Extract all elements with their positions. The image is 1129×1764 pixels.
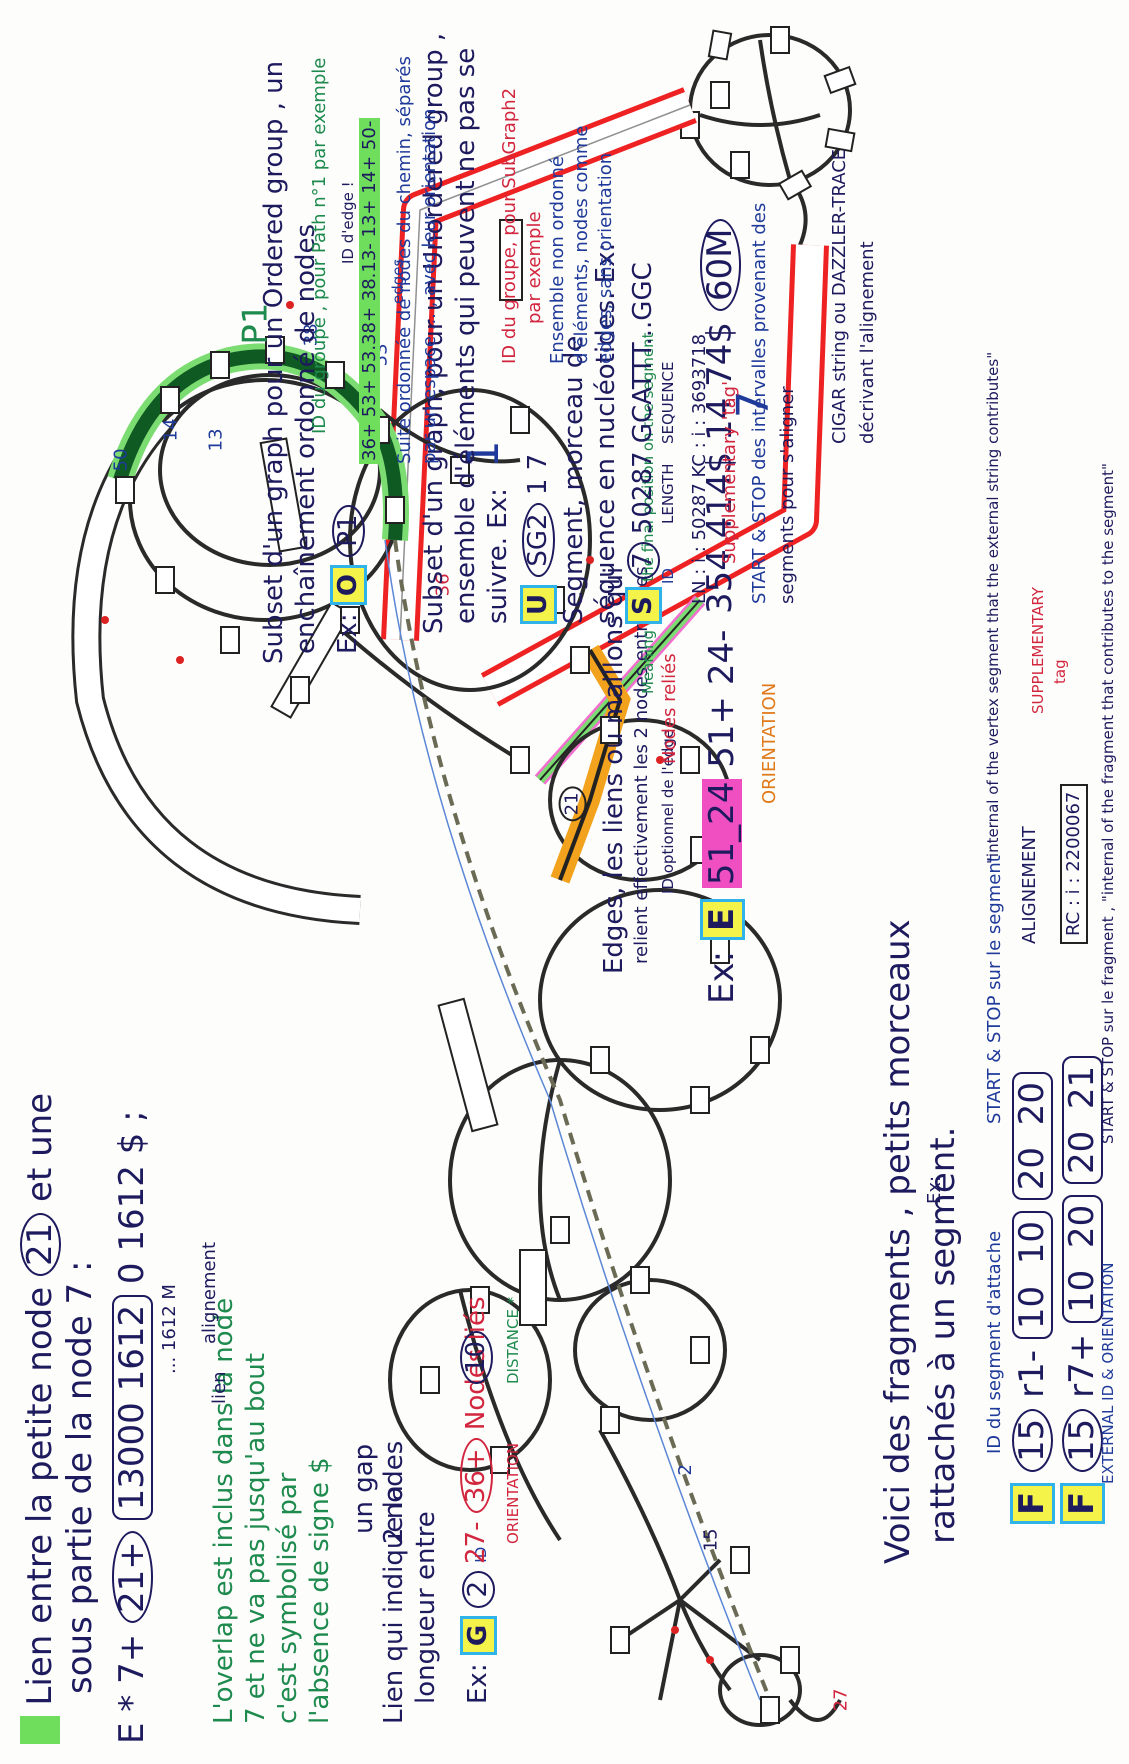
ordered-letter: O [330, 565, 367, 605]
unordered-id-note-2: par exemple [525, 211, 545, 324]
fragment-line1: Voici des fragments , petits morceaux [880, 919, 917, 1564]
edge-id: 51_24 [702, 779, 742, 889]
fragment-r2-b: 20 [1062, 1205, 1102, 1248]
edge-node-b: 24- [702, 630, 742, 686]
fragment-r1-c: 20 [1012, 1147, 1052, 1190]
fragment-r2-id: 15 [1062, 1409, 1103, 1472]
segment-letter: S [625, 587, 662, 624]
edge-cigar-note: CIGAR string ou DAZZLER-TRACE [830, 149, 850, 444]
overlap-note-1: L'overlap est inclus dans la node [210, 1298, 239, 1724]
gap-id: 2 [462, 1571, 495, 1608]
link-swatch [20, 1716, 60, 1744]
link-line2: sous partie de la node 7 : [62, 1261, 99, 1694]
link-alignment-note: alignement [200, 1242, 220, 1344]
ordered-line1: Subset d'un graph pour un Ordered group … [260, 61, 289, 664]
gap-node-a: 36+ [460, 1438, 493, 1513]
ordered-path-note: Suite ordonnée de nodes du chemin, sépar… [395, 56, 415, 464]
ordered-edge-id-note: ID d'edge ! [340, 181, 357, 264]
fragment-r1-d: 20 [1012, 1082, 1052, 1125]
segment-length-label: LENGTH [660, 463, 677, 524]
edge-orientation: ORIENTATION [760, 683, 780, 804]
edge-start-stop: START & STOP des intervalles provenant d… [750, 203, 770, 604]
fragment-r2-ref: r7+ [1062, 1334, 1102, 1398]
fragment-r2-c: 20 [1062, 1131, 1102, 1174]
fragment-r1-ref: r1- [1012, 1350, 1052, 1398]
link-line1-end: et une [20, 1093, 60, 1202]
link-line1: Lien entre la petite node [20, 1287, 60, 1706]
fragment-external: EXTERNAL ID & ORIENTATION [1100, 1263, 1117, 1484]
fragment-r2-d: 21 [1062, 1066, 1102, 1109]
gap-line2: longueur entre [412, 1511, 441, 1704]
gap-line3: 2 nodes [380, 1441, 409, 1544]
unordered-line2: ensemble d'éléments qui peuvent ne pas s… [452, 48, 481, 624]
ordered-id-note: ID du groupe , pour Path n°1 par exemple [310, 58, 330, 434]
edge-start-stop-2: segments pour s'aligner [778, 386, 798, 604]
overlap-note-2: 7 et ne va pas jusqu'au bout [242, 1353, 271, 1724]
link-node-a: 21 [20, 1213, 61, 1276]
link-example-prefix: E * 7+ [112, 1634, 152, 1744]
edge-cigar: 60M [700, 219, 741, 312]
fragment-tag: tag [1052, 659, 1069, 684]
segment-sequence-label: SEQUENCE [660, 362, 677, 444]
segment-tags: LN : i : 50287 KC : i : 3693718 [690, 334, 710, 604]
link-example-node: 21+ [112, 1531, 153, 1623]
edge-cigar-note-2: décrivant l'alignement [858, 241, 878, 444]
fragment-r1-id: 15 [1012, 1409, 1053, 1472]
unordered-id-note: ID du groupe, pour SubGraph2 [500, 88, 520, 364]
unordered-members: 1 7 [523, 454, 553, 495]
segment-sequence: GCATTT...GGC [628, 262, 658, 443]
gap-orientation-label: ORIENTATION [505, 1443, 522, 1544]
fragment-letter-1: F [1010, 1483, 1055, 1524]
gap-node-b: 27- [461, 1522, 491, 1564]
fragment-start-stop: START & STOP sur le segment [985, 855, 1005, 1124]
ordered-path: 36+ 53+ 53.38+ 38.13- 13+ 14+ 50- [359, 118, 380, 464]
fragment-r2-a: 10 [1062, 1270, 1102, 1313]
fragment-supplementary: SUPPLEMENTARY [1030, 587, 1047, 714]
gap-distance: 10 [460, 1331, 493, 1384]
unordered-line3: suivre. Ex: [484, 488, 513, 624]
unordered-set-note-3: edges, sans orientation [596, 153, 616, 364]
edge-node-a: 51+ [702, 696, 742, 768]
overlap-note-3: c'est symbolisé par [274, 1473, 303, 1725]
gap-line4: un gap [350, 1444, 379, 1534]
ordered-path-note-2: par un espace ... , avec leur orientatio… [420, 109, 440, 465]
ordered-id: P1 [332, 505, 365, 557]
link-example-overlap: 13000 1612 [112, 1295, 153, 1521]
fragment-rc: RC : i : 2200067 [1060, 784, 1088, 944]
gap-ex: Ex: [463, 1663, 493, 1704]
segment-length: 50287 [628, 451, 658, 534]
fragment-r1-b: 10 [1012, 1221, 1052, 1264]
unordered-set-note-2: d'éléments, nodes comme [572, 126, 592, 365]
edge-ex: Ex: [702, 951, 742, 1004]
fragment-start-stop-2: "internal of the vertex segment that the… [985, 352, 1002, 864]
link-example-cigar: ... 1612 M [160, 1284, 180, 1374]
segment-line1: Segment, morceau de [560, 336, 589, 624]
fragment-id-label: ID du segment d'attache [985, 1231, 1005, 1454]
fragment-start-stop-frag: START & STOP sur le fragment , "internal… [1100, 463, 1117, 1144]
fragment-r1-a: 10 [1012, 1286, 1052, 1329]
unordered-id: SG2 [522, 503, 555, 576]
fragment-letter-2: F [1060, 1483, 1105, 1524]
segment-id-label: ID [660, 568, 677, 584]
segment-supp: Supplementary 'tag' [720, 381, 740, 564]
edge-letter: E [700, 899, 745, 940]
fragment-alignment: ALIGNEMENT [1020, 826, 1040, 944]
segment-id: 7 [627, 542, 660, 579]
gap-letter: G [460, 1616, 497, 1655]
ordered-ex: Ex: [333, 613, 363, 654]
unordered-set-note: Ensemble non ordonné [548, 156, 568, 364]
overlap-note-4: l'absence de signe $ [306, 1457, 335, 1724]
gap-distance-label: DISTANCE * [505, 1297, 522, 1384]
edge-line1: Edges, les liens ou maillons qui [600, 567, 629, 974]
unordered-letter: U [520, 585, 557, 624]
link-lien-label: lien [210, 1372, 230, 1404]
edge-nodes-lies: Nodes reliés [660, 653, 680, 764]
link-example-rest: 0 1612 $ ; [112, 1110, 152, 1284]
fragment-ex: Ex: [925, 1176, 945, 1204]
